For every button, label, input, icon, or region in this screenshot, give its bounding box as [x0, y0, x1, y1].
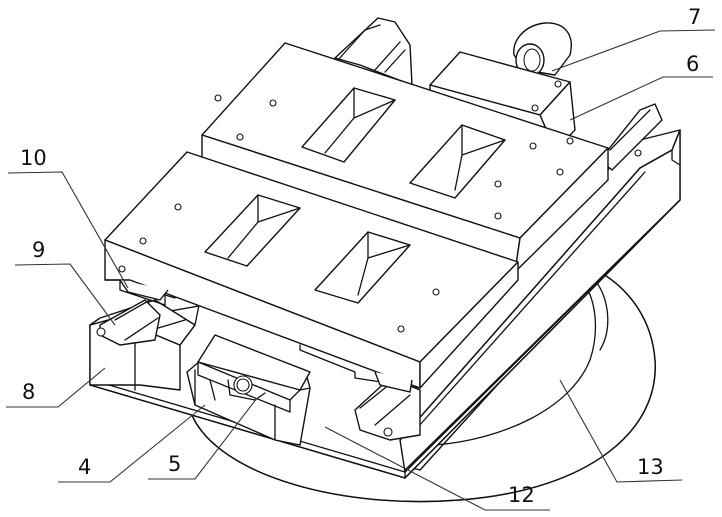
callout-label-5: 5 — [168, 452, 181, 476]
center-slider-assembly — [186, 334, 311, 446]
back-rail — [334, 17, 413, 86]
callout-label-10: 10 — [20, 146, 47, 170]
guide-rail-slider-left — [96, 299, 161, 346]
callout-12: 12 — [324, 426, 550, 511]
callout-4: 4 — [58, 404, 206, 483]
callout-8: 8 — [6, 367, 106, 408]
leader-line-9 — [14, 263, 116, 326]
callout-label-4: 4 — [78, 455, 91, 479]
callout-13: 13 — [559, 379, 683, 483]
motor-cylinder — [513, 22, 572, 77]
upper-slider-seat — [119, 279, 413, 393]
leader-line-10 — [7, 171, 129, 289]
callout-9: 9 — [14, 238, 116, 326]
leader-line-13 — [559, 379, 683, 483]
callout-6: 6 — [569, 52, 713, 121]
leader-line-4 — [58, 404, 206, 483]
callout-label-6: 6 — [686, 52, 699, 76]
callout-7: 7 — [551, 5, 716, 72]
leader-line-6 — [569, 76, 713, 121]
callout-10: 10 — [7, 146, 129, 289]
leader-line-12 — [324, 426, 550, 511]
callout-label-7: 7 — [688, 5, 701, 29]
callout-5: 5 — [148, 397, 258, 480]
callout-label-13: 13 — [637, 455, 664, 479]
callout-label-8: 8 — [22, 380, 35, 404]
leader-line-8 — [6, 367, 106, 408]
upper-plate-front — [104, 151, 519, 389]
leader-line-5 — [148, 397, 258, 480]
callout-label-9: 9 — [32, 238, 45, 262]
right-rail-housing — [399, 129, 681, 473]
callout-label-12: 12 — [508, 483, 535, 507]
leader-line-7 — [551, 29, 716, 72]
back-right-rail — [599, 103, 663, 171]
